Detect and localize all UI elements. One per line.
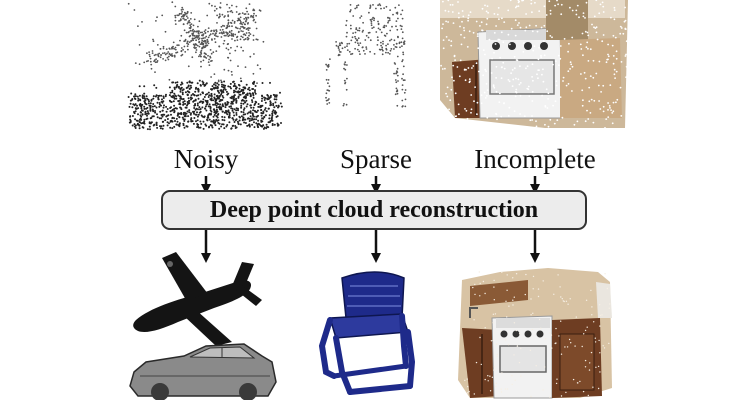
label-noisy: Noisy — [173, 144, 239, 174]
reconstructed-airplane — [133, 252, 262, 346]
process-box: Deep point cloud reconstruction — [161, 190, 587, 230]
noisy-airplane-pointcloud — [127, 1, 265, 84]
reconstructed-car — [129, 343, 277, 400]
reconstructed-chair — [318, 271, 416, 395]
label-incomplete: Incomplete — [474, 144, 596, 174]
incomplete-kitchen-scan — [440, 0, 629, 129]
process-label: Deep point cloud reconstruction — [209, 197, 539, 223]
reconstructed-kitchen — [458, 268, 612, 399]
noisy-car-pointcloud — [127, 79, 283, 131]
label-sparse: Sparse — [340, 144, 412, 174]
sparse-chair-pointcloud — [325, 3, 407, 108]
faucet-icon — [469, 307, 478, 318]
